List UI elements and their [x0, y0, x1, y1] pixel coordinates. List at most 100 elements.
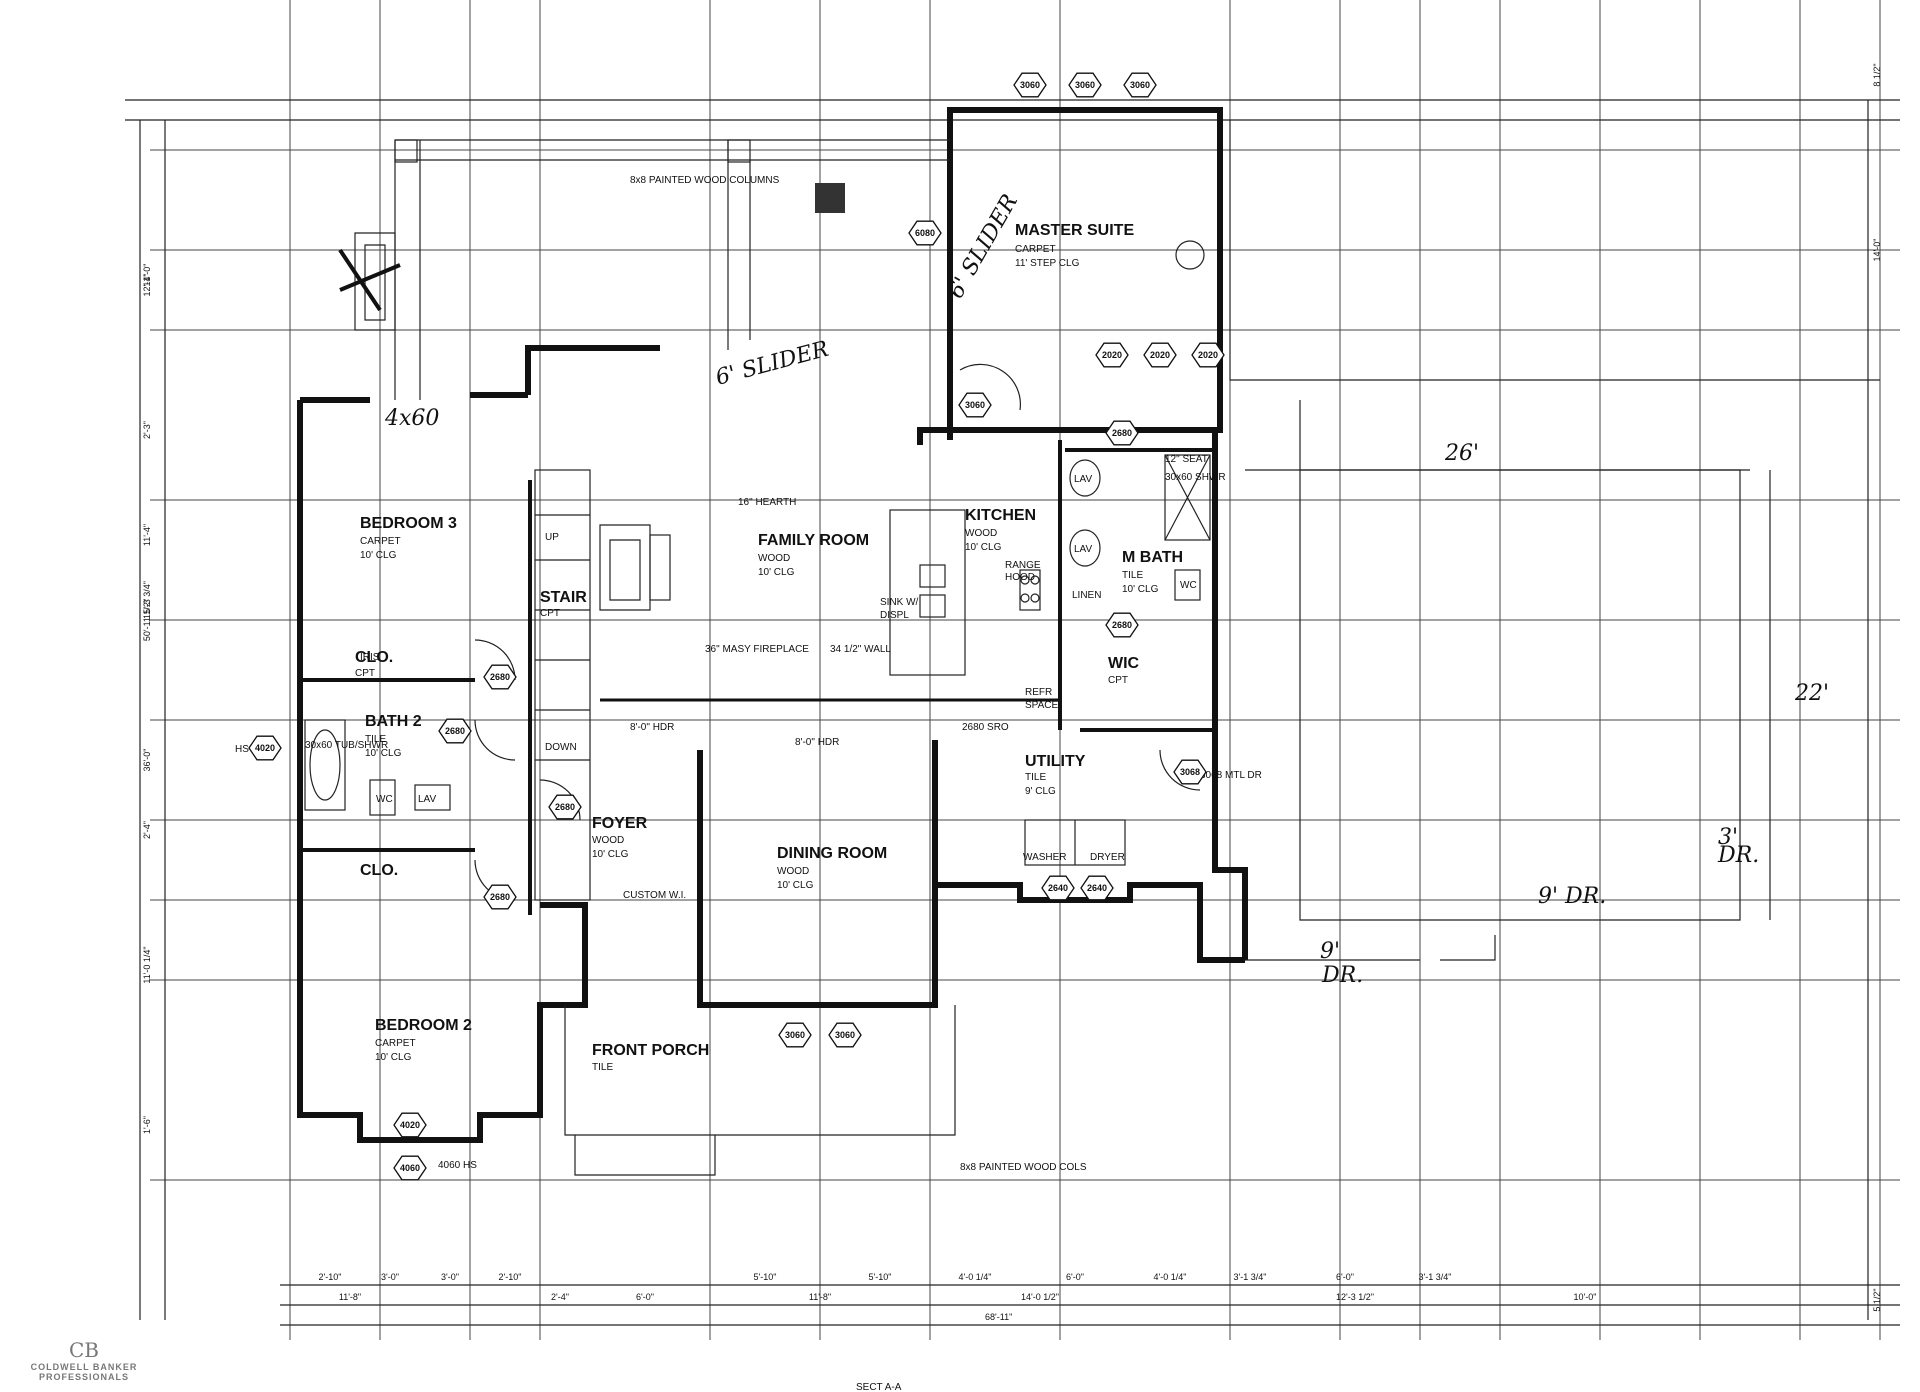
svg-text:WOOD: WOOD — [758, 553, 790, 564]
svg-text:30x60 SHWR: 30x60 SHWR — [1165, 472, 1226, 483]
room-bedroom-2: BEDROOM 2 CARPET 10' CLG — [375, 1017, 472, 1063]
svg-text:DR.: DR. — [1717, 843, 1759, 868]
window-tag-hex — [483, 664, 517, 690]
dimension-label: 6'-0" — [1336, 1272, 1354, 1282]
handwritten-notes: 6' SLIDER 6' SLIDER 4x60 26' 22' 9' DR. … — [384, 190, 1829, 988]
svg-text:WC: WC — [1180, 580, 1197, 591]
window-tag-label: 2680 — [555, 802, 575, 812]
window-tag: 3060 — [958, 392, 992, 418]
svg-text:10' CLG: 10' CLG — [758, 567, 795, 578]
svg-text:8x8 PAINTED WOOD COLS: 8x8 PAINTED WOOD COLS — [960, 1162, 1087, 1173]
window-tag-hex — [1041, 875, 1075, 901]
grid-lines — [150, 0, 1900, 1340]
dimension-label: 2'-4" — [142, 821, 152, 839]
dimension-label: 14'-0" — [1872, 239, 1882, 262]
window-tag-hex — [1105, 420, 1139, 446]
window-tag-hex — [483, 884, 517, 910]
garage — [1229, 120, 1880, 961]
dimension-label: 11'-4" — [142, 524, 152, 546]
dimension-label: 2'-10" — [319, 1272, 342, 1282]
svg-text:DR.: DR. — [1321, 963, 1363, 988]
window-tag: 4020 — [248, 735, 282, 761]
window-tag-label: 3060 — [1130, 80, 1150, 90]
window-tag-hex — [1068, 72, 1102, 98]
dimensions-left: 12'-1"14'-0"2'-3"11'-4"15'-3 3/4"50'-11 … — [142, 264, 152, 1134]
window-tag-label: 2020 — [1198, 350, 1218, 360]
dimension-label: 2'-4" — [551, 1292, 569, 1302]
window-tag: 2680 — [1105, 420, 1139, 446]
window-tag-hex — [1080, 875, 1114, 901]
room-m-bath: M BATH TILE 10' CLG — [1122, 549, 1183, 595]
dimension-label: 12'-1" — [142, 274, 152, 297]
logo-line-1: COLDWELL BANKER — [30, 1362, 138, 1372]
dimension-label: 11'-8" — [339, 1292, 361, 1302]
window-tag-label: 2680 — [1112, 428, 1132, 438]
dimension-label: 2'-3" — [142, 421, 152, 439]
window-tag-label: 3060 — [1075, 80, 1095, 90]
window-tag: 3060 — [778, 1022, 812, 1048]
window-tag: 2640 — [1080, 875, 1114, 901]
svg-text:SECT A-A: SECT A-A — [856, 1382, 902, 1392]
dimension-label: 6'-0" — [636, 1292, 654, 1302]
window-tag-hex — [1173, 759, 1207, 785]
svg-text:MASTER SUITE: MASTER SUITE — [1015, 222, 1134, 239]
svg-text:4x60: 4x60 — [384, 406, 439, 431]
room-kitchen: KITCHEN WOOD 10' CLG — [965, 507, 1036, 553]
svg-text:CPT: CPT — [1108, 675, 1128, 686]
window-tag-hex — [548, 794, 582, 820]
svg-text:8'-0" HDR: 8'-0" HDR — [630, 722, 674, 733]
svg-text:DRYER: DRYER — [1090, 852, 1125, 863]
svg-text:TILE: TILE — [365, 734, 386, 745]
svg-text:WOOD: WOOD — [592, 835, 624, 846]
window-tag-hex — [908, 220, 942, 246]
svg-text:8x8 PAINTED WOOD COLUMNS: 8x8 PAINTED WOOD COLUMNS — [630, 175, 780, 186]
dimension-label: 3'-0" — [441, 1272, 459, 1282]
svg-text:CPT: CPT — [355, 668, 375, 679]
plan-notes: 8x8 PAINTED WOOD COLUMNS 8x8 PAINTED WOO… — [235, 175, 1262, 1392]
svg-text:10' CLG: 10' CLG — [360, 550, 397, 561]
bath-fixtures — [304, 240, 1211, 866]
svg-text:34 1/2" WALL: 34 1/2" WALL — [830, 644, 891, 655]
svg-text:9' CLG: 9' CLG — [1025, 786, 1056, 797]
svg-text:6' SLIDER: 6' SLIDER — [713, 337, 831, 391]
window-tag: 3068 — [1173, 759, 1207, 785]
svg-text:CLO.: CLO. — [355, 649, 393, 666]
svg-text:16" HEARTH: 16" HEARTH — [738, 497, 796, 508]
dimension-label: 11'-0 1/4" — [142, 946, 152, 983]
window-tag-hex — [958, 392, 992, 418]
dimension-label: 12'-3 1/2" — [1336, 1292, 1374, 1302]
dimensions-right: 8 1/2"14'-0"5 1/2" — [1872, 63, 1882, 1311]
svg-text:IRIS: IRIS — [360, 652, 380, 663]
svg-text:UP: UP — [545, 532, 559, 543]
svg-text:LAV: LAV — [1074, 474, 1092, 485]
svg-text:HS: HS — [235, 744, 249, 755]
window-tag: 3060 — [828, 1022, 862, 1048]
svg-text:CARPET: CARPET — [375, 1038, 416, 1049]
window-tag-label: 2020 — [1102, 350, 1122, 360]
window-tag-label: 4020 — [400, 1120, 420, 1130]
dimension-label: 3'-1 3/4" — [1419, 1272, 1452, 1282]
window-tag-hex — [1013, 72, 1047, 98]
window-tag-hex — [778, 1022, 812, 1048]
svg-text:WIC: WIC — [1108, 655, 1140, 672]
window-tag-label: 2020 — [1150, 350, 1170, 360]
svg-text:STAIR: STAIR — [540, 589, 587, 606]
window-tag-label: 2680 — [490, 672, 510, 682]
window-tag-label: 2640 — [1087, 883, 1107, 893]
stair — [534, 469, 591, 901]
svg-text:9': 9' — [1320, 939, 1340, 964]
svg-text:6' SLIDER: 6' SLIDER — [944, 190, 1023, 303]
dimension-label: 6'-0" — [1066, 1272, 1084, 1282]
svg-text:12" SEAT: 12" SEAT — [1165, 454, 1208, 465]
room-foyer: FOYER WOOD 10' CLG — [592, 815, 648, 860]
dimension-frame — [125, 99, 1900, 1326]
dimension-label: 4'-0 1/4" — [959, 1272, 992, 1282]
svg-text:WOOD: WOOD — [777, 866, 809, 877]
dimension-label: 5'-10" — [869, 1272, 892, 1282]
window-tag-label: 3060 — [1020, 80, 1040, 90]
window-tag: 2680 — [483, 884, 517, 910]
dimension-label: 15'-3 3/4" — [142, 581, 152, 619]
dimension-total: 68'-11" — [985, 1312, 1012, 1322]
svg-text:10' CLG: 10' CLG — [1122, 584, 1159, 595]
